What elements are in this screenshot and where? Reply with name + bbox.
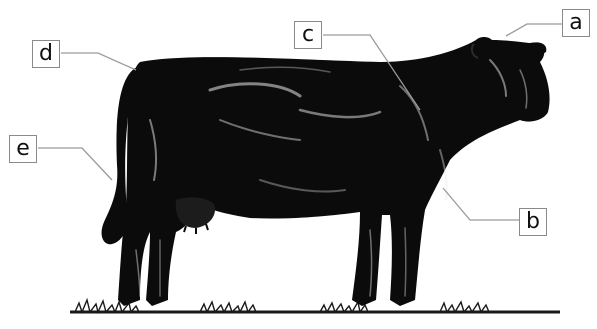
label-c: c bbox=[294, 21, 322, 49]
label-d: d bbox=[32, 40, 60, 68]
label-b: b bbox=[519, 208, 547, 236]
leader-line-a bbox=[506, 24, 562, 36]
label-a: a bbox=[562, 9, 590, 37]
grass bbox=[70, 300, 560, 312]
leader-line-b bbox=[443, 188, 519, 220]
leader-line-d bbox=[61, 53, 136, 70]
label-e: e bbox=[9, 135, 37, 163]
leader-line-e bbox=[38, 148, 112, 180]
cow-body bbox=[118, 37, 550, 306]
